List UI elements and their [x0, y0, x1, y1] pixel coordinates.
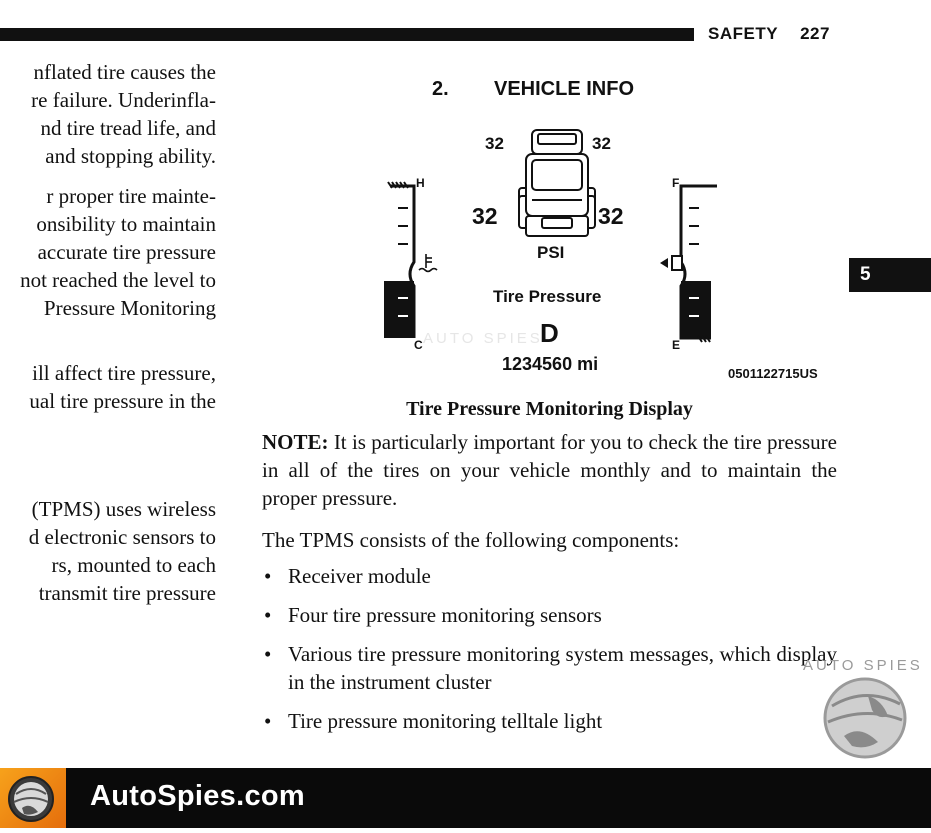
page-header: SAFETY 227: [708, 24, 830, 44]
globe-icon: [8, 776, 54, 822]
text-line: r proper tire mainte-: [46, 184, 216, 208]
chapter-tab: 5: [849, 258, 931, 292]
fuel-full-label: F: [672, 176, 680, 190]
text-line: nflated tire causes the: [33, 60, 217, 84]
note-paragraph: NOTE: It is particularly important for y…: [262, 428, 837, 512]
text-line: and stopping ability.: [45, 144, 216, 168]
temperature-gauge: [384, 184, 416, 338]
text-line: not reached the level to: [20, 268, 216, 292]
component-list: Receiver module Four tire pressure monit…: [262, 562, 837, 746]
text-line: d electronic sensors to: [28, 525, 216, 549]
hot-hatch: [387, 181, 409, 189]
left-text-block-3: ill affect tire pressure, ual tire press…: [0, 359, 216, 415]
front-right-pressure: 32: [592, 134, 611, 153]
left-text-block-4: (TPMS) uses wireless d electronic sensor…: [0, 495, 216, 607]
text-line: nd tire tread life, and: [40, 116, 216, 140]
tire-pressure-label: Tire Pressure: [493, 287, 602, 306]
odometer: 1234560 mi: [502, 354, 599, 374]
text-line: accurate tire pressure: [37, 240, 216, 264]
text-line: onsibility to maintain: [36, 212, 216, 236]
figure-caption: Tire Pressure Monitoring Display: [406, 398, 693, 420]
components-intro: The TPMS consists of the following compo…: [262, 528, 680, 552]
figure-code: 0501122715US: [728, 366, 818, 381]
pressure-unit: PSI: [537, 243, 565, 262]
gear-indicator: D: [540, 318, 559, 348]
fuel-gauge: [679, 184, 717, 343]
text-line: rs, mounted to each: [51, 553, 216, 577]
watermark-globe-icon: [823, 677, 907, 759]
front-left-pressure: 32: [485, 134, 504, 153]
text-line: ill affect tire pressure,: [32, 361, 216, 385]
footer-bar: AutoSpies.com: [0, 768, 931, 828]
note-text: It is particularly important for you to …: [262, 430, 837, 510]
rear-left-pressure: 32: [472, 203, 498, 229]
text-line: re failure. Underinfla-: [31, 88, 216, 112]
temp-low-label: C: [414, 338, 423, 352]
text-line: transmit tire pressure: [38, 581, 216, 605]
list-item: Various tire pressure monitoring system …: [262, 640, 837, 696]
left-text-block-2: r proper tire mainte- onsibility to main…: [0, 182, 216, 322]
watermark-text: AUTO SPIES: [803, 657, 923, 674]
text-line: ual tire pressure in the: [29, 389, 216, 413]
text-line: Pressure Monitoring: [43, 296, 216, 320]
temp-high-label: H: [416, 176, 425, 190]
rear-right-pressure: 32: [598, 203, 624, 229]
list-item: Four tire pressure monitoring sensors: [262, 601, 837, 629]
page-number: 227: [800, 24, 830, 43]
watermark-text-faint: AUTO SPIES: [423, 330, 543, 347]
fuel-pump-icon: [660, 255, 683, 271]
autospies-logo: [0, 768, 66, 828]
left-text-block-1: nflated tire causes the re failure. Unde…: [0, 58, 216, 170]
list-item: Receiver module: [262, 562, 837, 590]
vehicle-icon: [518, 129, 596, 237]
display-title: VEHICLE INFO: [494, 78, 635, 100]
step-number: 2.: [432, 78, 449, 100]
note-label: NOTE:: [262, 430, 329, 454]
fuel-empty-label: E: [672, 338, 681, 352]
tpms-display-figure: 2. VEHICLE INFO 32 32 32 32 PSI Tire Pre…: [376, 68, 836, 388]
coolant-icon: [418, 254, 438, 273]
list-item: Tire pressure monitoring telltale light: [262, 707, 837, 735]
tpms-display-graphic: [384, 129, 717, 343]
text-line: (TPMS) uses wireless: [31, 497, 216, 521]
header-rule: [0, 28, 694, 41]
section-title: SAFETY: [708, 24, 779, 43]
footer-brand-text: AutoSpies.com: [90, 780, 305, 812]
